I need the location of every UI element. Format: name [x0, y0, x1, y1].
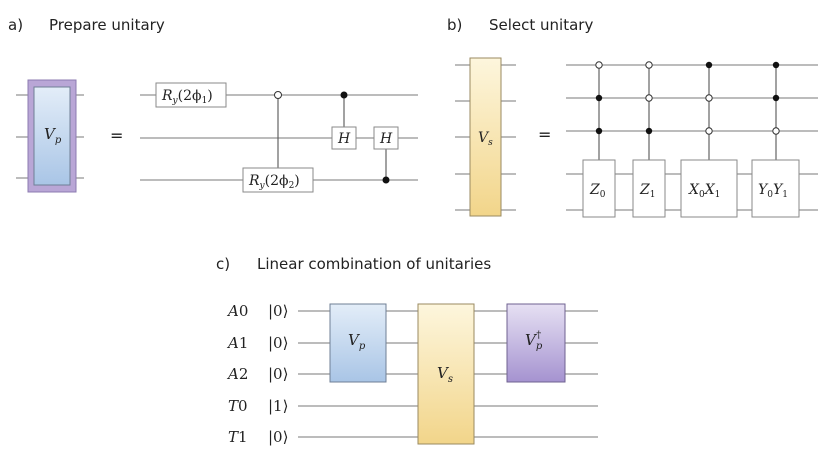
vp-dagger-gate	[506, 303, 566, 383]
ry-phi2-label: Ry(2ϕ2)	[248, 173, 300, 191]
x0x1-gate	[680, 159, 738, 218]
filled-control-dot	[705, 61, 713, 69]
vs-gate-label: Vs	[478, 130, 493, 148]
h-gate-label: H	[337, 131, 351, 147]
ket-label: |0⟩	[268, 302, 288, 320]
filled-control-dot	[772, 94, 780, 102]
filled-control-dot	[595, 127, 603, 135]
ket-label: |0⟩	[268, 334, 288, 352]
filled-control-dot	[382, 176, 390, 184]
open-control-dot	[645, 61, 653, 69]
register-label: A0	[226, 302, 248, 320]
panel-a-letter: a)	[8, 16, 23, 34]
panel-c: c) Linear combination of unitaries A0 |0…	[216, 255, 598, 446]
h-gate	[373, 126, 399, 150]
vp-gate-label: Vp	[348, 331, 366, 352]
open-control-dot	[595, 61, 603, 69]
vp-dagger-gate-label: Vp†	[525, 330, 543, 352]
filled-control-dot	[340, 91, 348, 99]
filled-control-dot	[595, 94, 603, 102]
filled-control-dot	[645, 127, 653, 135]
panel-a-title: Prepare unitary	[49, 16, 165, 34]
vs-gate-label: Vs	[437, 364, 453, 385]
z0-gate	[582, 159, 616, 218]
z1-gate-label: Z1	[639, 182, 655, 200]
panel-b-equals: =	[538, 125, 551, 144]
z0-gate-label: Z0	[589, 182, 606, 200]
open-control-dot	[705, 94, 713, 102]
panel-a: a) Prepare unitary Vp = Ry(2ϕ1) Ry(2ϕ2) …	[8, 16, 418, 193]
panel-a-equals: =	[110, 126, 123, 145]
open-control-dot	[772, 127, 780, 135]
y0y1-gate-label: Y0Y1	[758, 182, 788, 200]
panel-c-title: Linear combination of unitaries	[257, 255, 491, 273]
panel-b: b) Select unitary Vs =	[447, 16, 818, 218]
panel-b-letter: b)	[447, 16, 462, 34]
vp-gate-label: Vp	[44, 125, 62, 146]
register-label: A2	[226, 365, 248, 383]
h-gate	[331, 126, 357, 150]
ry-phi1-label: Ry(2ϕ1)	[161, 88, 213, 106]
y0y1-gate	[751, 159, 800, 218]
register-label: A1	[226, 334, 248, 352]
h-gate-label: H	[379, 131, 393, 147]
vs-gate	[469, 57, 502, 217]
register-label: T0	[228, 397, 248, 415]
panel-b-title: Select unitary	[489, 16, 593, 34]
ket-label: |1⟩	[268, 397, 288, 415]
filled-control-dot	[772, 61, 780, 69]
open-control-dot	[705, 127, 713, 135]
open-control-dot	[274, 91, 282, 99]
register-label: T1	[228, 428, 248, 446]
z1-gate	[632, 159, 666, 218]
ket-label: |0⟩	[268, 365, 288, 383]
ry-phi1-gate	[155, 82, 227, 108]
ry-phi2-gate	[242, 167, 314, 193]
x0x1-gate-label: X0X1	[688, 182, 720, 200]
open-control-dot	[645, 94, 653, 102]
ket-label: |0⟩	[268, 428, 288, 446]
panel-c-letter: c)	[216, 255, 230, 273]
vs-gate	[417, 303, 475, 445]
vp-gate	[33, 86, 71, 186]
vp-gate	[329, 303, 387, 383]
